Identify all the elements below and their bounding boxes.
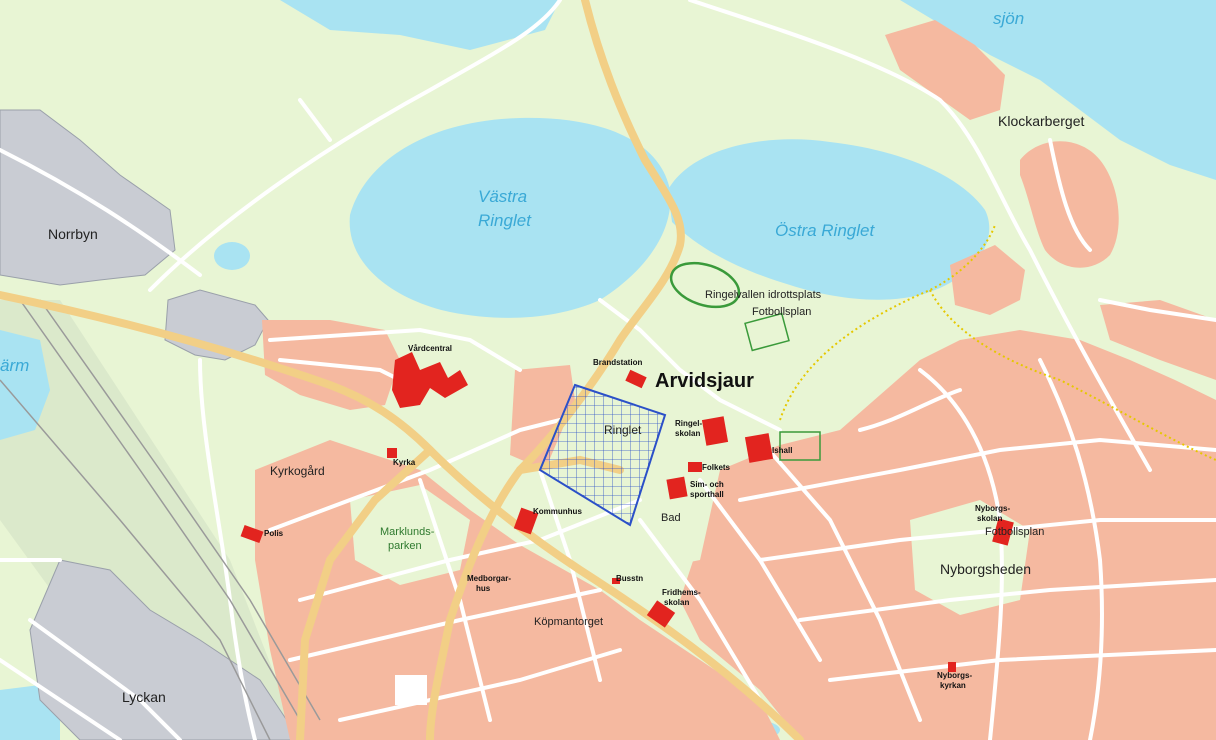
- label-koepmantorget: Köpmantorget: [534, 616, 604, 628]
- label-vastra-ringlet-2: Ringlet: [478, 211, 531, 230]
- pond-small: [214, 242, 250, 270]
- label-ostra-ringlet: Östra Ringlet: [775, 221, 875, 240]
- label-park-2: parken: [388, 540, 422, 552]
- lake-northwest: [280, 0, 560, 50]
- label-kommunhus: Kommunhus: [533, 507, 582, 516]
- label-polis: Polis: [264, 529, 284, 538]
- label-ringelvallen: Ringelvallen idrottsplats: [705, 289, 822, 301]
- ringelvallen-track: [669, 261, 741, 309]
- label-medborgarhus-1: Medborgar-: [467, 574, 511, 583]
- lake-ostra-ringlet: [668, 139, 990, 300]
- label-nyborgsskolan-2: skolan: [977, 514, 1003, 523]
- green-center: [620, 470, 720, 570]
- res-klockarberget-north: [885, 20, 1005, 120]
- ringlet-square: [538, 383, 667, 527]
- label-ringlet: Ringlet: [604, 423, 642, 437]
- label-busstn: Busstn: [616, 574, 644, 583]
- label-fotbollsplan-north: Fotbollsplan: [752, 306, 812, 318]
- lake-northeast: [900, 0, 1216, 180]
- lake-vastra-ringlet: [349, 117, 671, 318]
- lake-west-edge: [0, 330, 50, 440]
- res-far-east: [1100, 300, 1216, 380]
- label-bad: Bad: [661, 512, 681, 524]
- label-nyborgskyrkan-1: Nyborgs-: [937, 671, 973, 680]
- label-frid-skolan-1: Fridhems-: [662, 588, 701, 597]
- buildings: [240, 352, 1014, 672]
- green-marklund: [350, 485, 470, 585]
- fotbollsplan-east-field: [779, 431, 821, 461]
- res-center-west: [510, 365, 575, 470]
- label-norrbyn: Norrbyn: [48, 226, 98, 242]
- nature-trail: [779, 224, 1216, 461]
- lake-west-shore: [0, 0, 210, 100]
- label-town: Arvidsjaur: [655, 370, 754, 392]
- label-ringelskolan-2: skolan: [675, 429, 701, 438]
- label-klockarberget: Klockarberget: [998, 113, 1085, 129]
- label-kyrka: Kyrka: [393, 458, 416, 467]
- label-vardcentral: Vårdcentral: [408, 344, 453, 353]
- label-folkets: Folkets: [702, 463, 731, 472]
- area-lyckan: [29, 559, 301, 740]
- label-sim-sporthall-2: sporthall: [690, 490, 724, 499]
- label-brandstation: Brandstation: [593, 358, 643, 367]
- label-medborgarhus-2: hus: [476, 584, 491, 593]
- label-kyrkogard: Kyrkogård: [270, 464, 325, 478]
- label-ishall: Ishall: [772, 446, 793, 455]
- label-nyborgsskolan-1: Nyborgs-: [975, 504, 1011, 513]
- res-klockarberget-small: [950, 245, 1025, 315]
- label-sim-sporthall-1: Sim- och: [690, 480, 724, 489]
- label-fotbollsplan-east: Fotbollsplan: [985, 526, 1045, 538]
- res-klockarberget-loop: [1020, 141, 1119, 268]
- label-vastra-ringlet-1: Västra: [478, 187, 528, 206]
- label-park-1: Marklunds-: [380, 526, 435, 538]
- label-nyborgsheden: Nyborgsheden: [940, 561, 1032, 577]
- label-ringelskolan-1: Ringel-: [675, 419, 703, 428]
- label-frid-skolan-2: skolan: [664, 598, 690, 607]
- white-lot: [395, 675, 427, 705]
- label-arm: ärm: [0, 356, 30, 375]
- label-nyborgskyrkan-2: kyrkan: [940, 681, 966, 690]
- rail-area: [0, 300, 300, 740]
- railway: [0, 299, 321, 740]
- fotbollsplan-north-field: [744, 312, 790, 352]
- label-sjon: sjön: [993, 9, 1025, 28]
- label-lyckan: Lyckan: [122, 689, 166, 705]
